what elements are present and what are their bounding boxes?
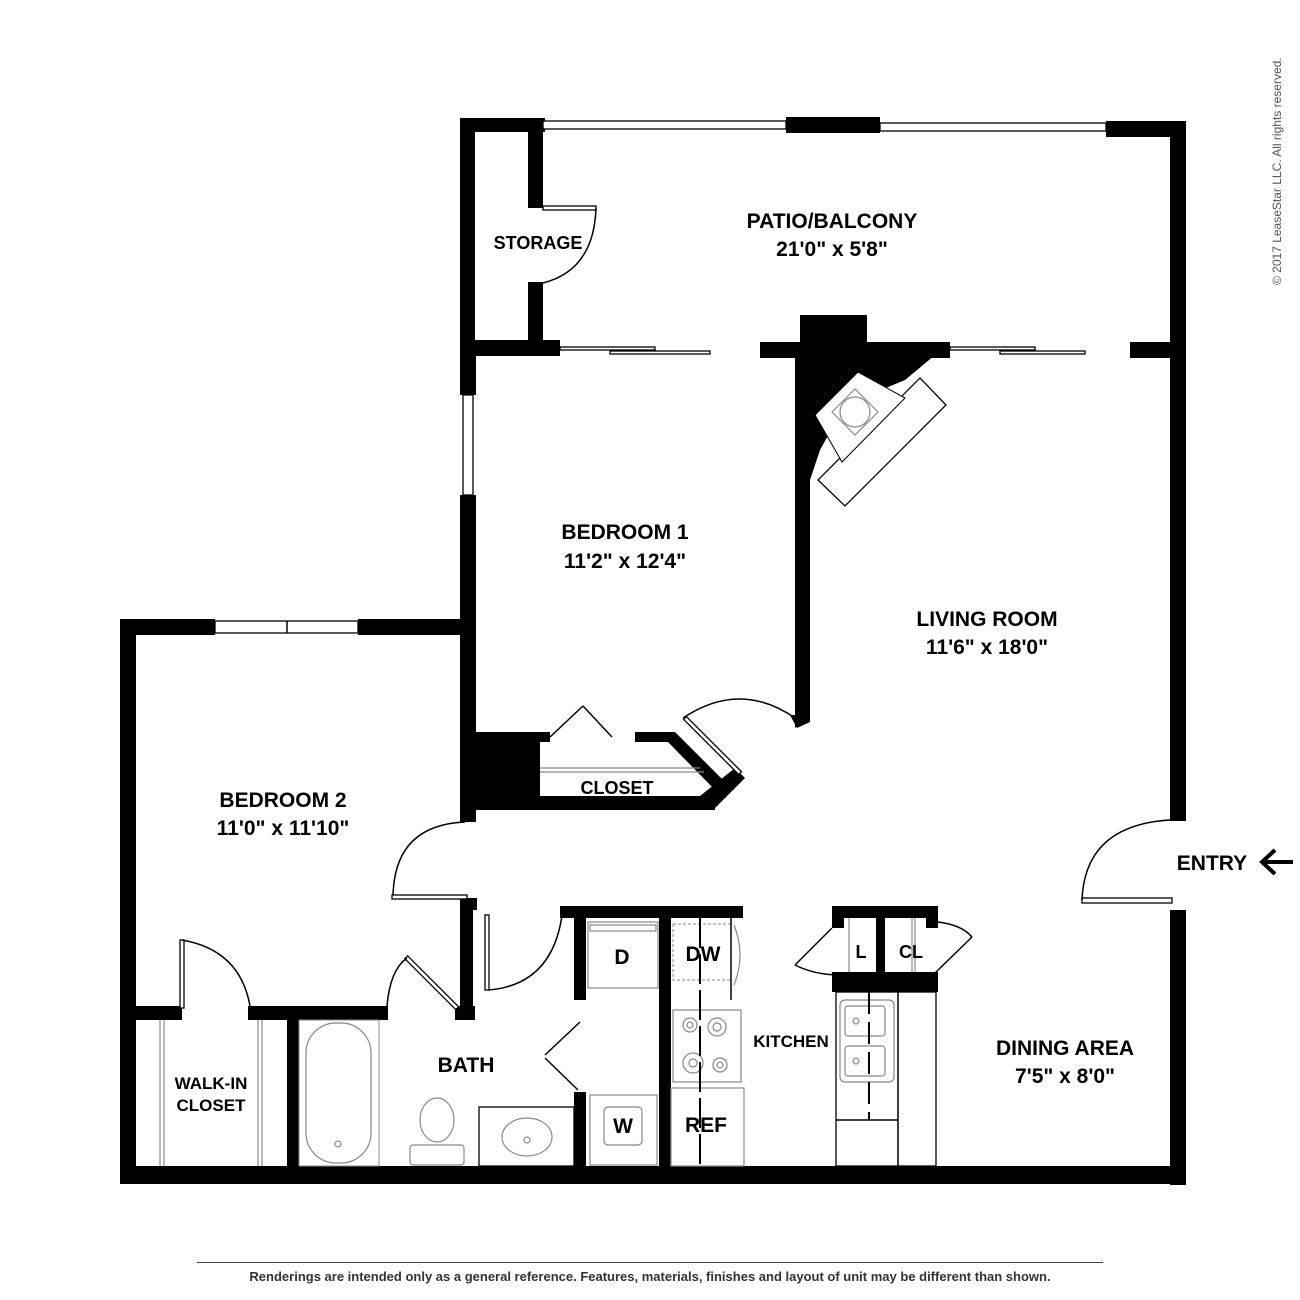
walkin-label-line1: WALK-IN	[175, 1074, 248, 1093]
fireplace-icon	[814, 371, 947, 507]
dryer-label: D	[614, 946, 629, 969]
kitchen-label: KITCHEN	[753, 1032, 829, 1051]
room-labels: STORAGE PATIO/BALCONY 21'0" x 5'8" BEDRO…	[175, 210, 1134, 1138]
bedroom1-dims: 11'2" x 12'4"	[564, 550, 686, 573]
fixtures	[159, 371, 947, 1167]
disclaimer-divider	[197, 1262, 1103, 1263]
dining-area-label: DINING AREA	[996, 1037, 1134, 1060]
storage-label: STORAGE	[494, 233, 583, 253]
living-room-label: LIVING ROOM	[916, 608, 1057, 631]
entry-marker: ENTRY	[1177, 848, 1293, 876]
living-room-dims: 11'6" x 18'0"	[926, 636, 1048, 659]
arrow-left-icon	[1259, 848, 1293, 876]
dining-area-dims: 7'5" x 8'0"	[1015, 1065, 1115, 1088]
linen-closet-label: L	[856, 942, 867, 962]
dishwasher-label: DW	[686, 943, 721, 966]
patio-dims: 21'0" x 5'8"	[776, 238, 888, 261]
washer-label: W	[613, 1115, 633, 1138]
entry-label: ENTRY	[1177, 852, 1247, 875]
coat-closet-label: CL	[899, 942, 923, 962]
refrigerator-label: REF	[685, 1114, 727, 1137]
bath-label: BATH	[438, 1054, 495, 1077]
bedroom2-label: BEDROOM 2	[219, 789, 346, 812]
doors	[179, 205, 1173, 1091]
bedroom2-dims: 11'0" x 11'10"	[217, 817, 350, 840]
copyright-notice: © 2017 LeaseStar LLC. All rights reserve…	[1270, 57, 1284, 285]
disclaimer-text: Renderings are intended only as a genera…	[249, 1269, 1051, 1284]
walkin-label-line2: CLOSET	[177, 1096, 247, 1115]
bedroom1-label: BEDROOM 1	[561, 521, 689, 544]
windows	[214, 120, 1107, 634]
patio-label: PATIO/BALCONY	[747, 210, 918, 233]
walls	[120, 117, 1186, 1185]
closet-label: CLOSET	[580, 778, 653, 798]
